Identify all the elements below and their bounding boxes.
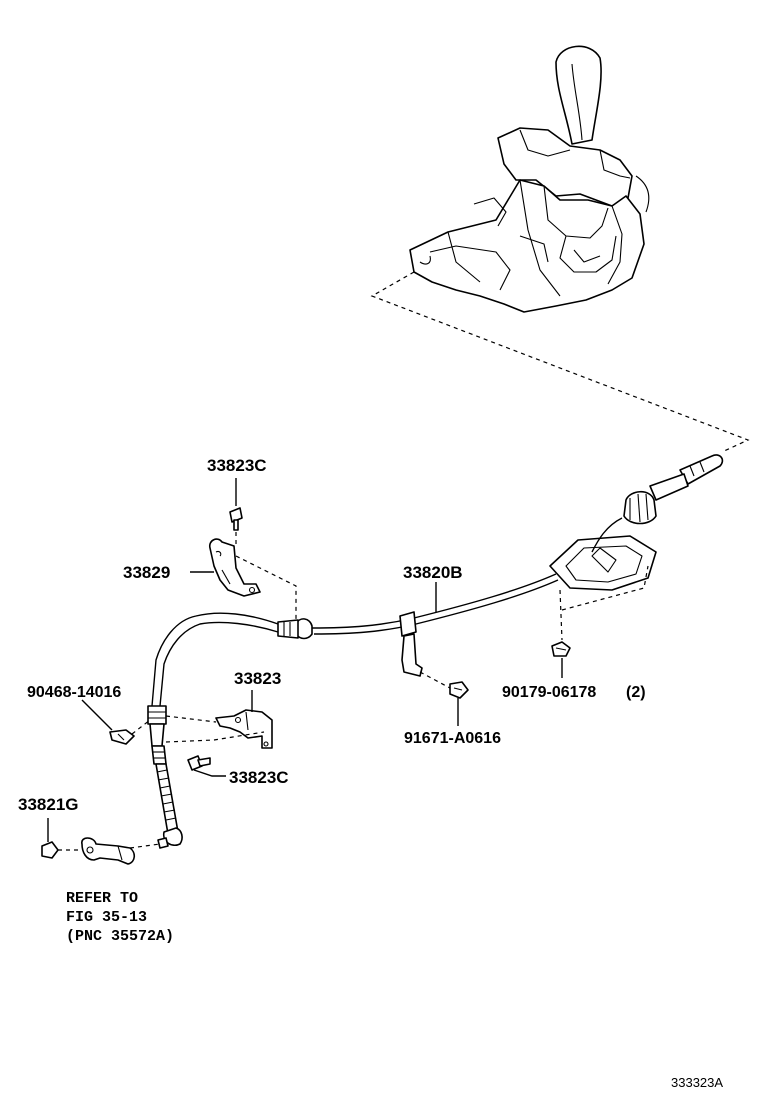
bracket-33823: [215, 709, 273, 749]
label-33820b: 33820B: [403, 563, 463, 582]
label-33829: 33829: [123, 563, 170, 582]
nut-90179-dashed-b: [561, 565, 649, 611]
bolt-91671-dashed: [419, 671, 451, 689]
selector-lever: [81, 837, 136, 865]
nut-90179-dashed-a: [559, 589, 563, 641]
alignment-dashed-line: [370, 271, 750, 453]
leader-33823c-bottom: [193, 769, 226, 777]
bracket-33829: [208, 538, 261, 597]
label-33823: 33823: [234, 669, 281, 688]
pin: [157, 837, 169, 849]
label-90179: 90179-06178: [502, 684, 596, 701]
bracket-33823-dashed-a: [165, 715, 217, 723]
label-33823c-top: 33823C: [207, 456, 267, 475]
reference-note-line3: (PNC 35572A): [66, 928, 174, 945]
lever-dashed: [129, 843, 161, 849]
leader-90468: [81, 699, 113, 731]
label-33821g: 33821G: [18, 795, 79, 814]
bracket-33829-dashed: [235, 555, 297, 622]
figure-code: 333323A: [671, 1075, 723, 1090]
nut-90179: [551, 641, 571, 657]
reference-note-line1: REFER TO: [66, 890, 138, 907]
bolt-91671: [449, 681, 469, 699]
bracket-33823-dashed-b: [165, 731, 265, 743]
label-91671: 91671-A0616: [404, 730, 501, 747]
bolt-33823c-top: [229, 507, 243, 531]
nut-33821g: [41, 841, 59, 859]
clip-dashed: [131, 719, 151, 735]
label-90179-qty: (2): [626, 684, 646, 701]
clip-90468: [109, 729, 135, 745]
shift-lever-assembly: [409, 45, 650, 313]
label-33823c-bottom: 33823C: [229, 768, 289, 787]
label-90468: 90468-14016: [27, 684, 121, 701]
bolt-33823c-bottom: [187, 755, 211, 771]
shift-cable: [147, 454, 724, 847]
reference-note-line2: FIG 35-13: [66, 909, 147, 926]
